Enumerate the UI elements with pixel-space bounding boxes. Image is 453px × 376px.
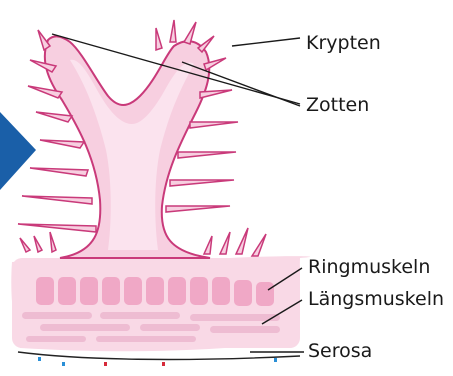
label-krypten: Krypten xyxy=(306,34,381,53)
label-laengsmuskeln: Längsmuskeln xyxy=(308,290,444,309)
label-serosa: Serosa xyxy=(308,342,372,361)
label-ringmuskeln: Ringmuskeln xyxy=(308,258,430,277)
label-zotten: Zotten xyxy=(306,96,369,115)
ring-muscle-blocks xyxy=(36,277,274,306)
arrow-icon xyxy=(0,112,36,190)
serosa-layer xyxy=(18,352,300,359)
